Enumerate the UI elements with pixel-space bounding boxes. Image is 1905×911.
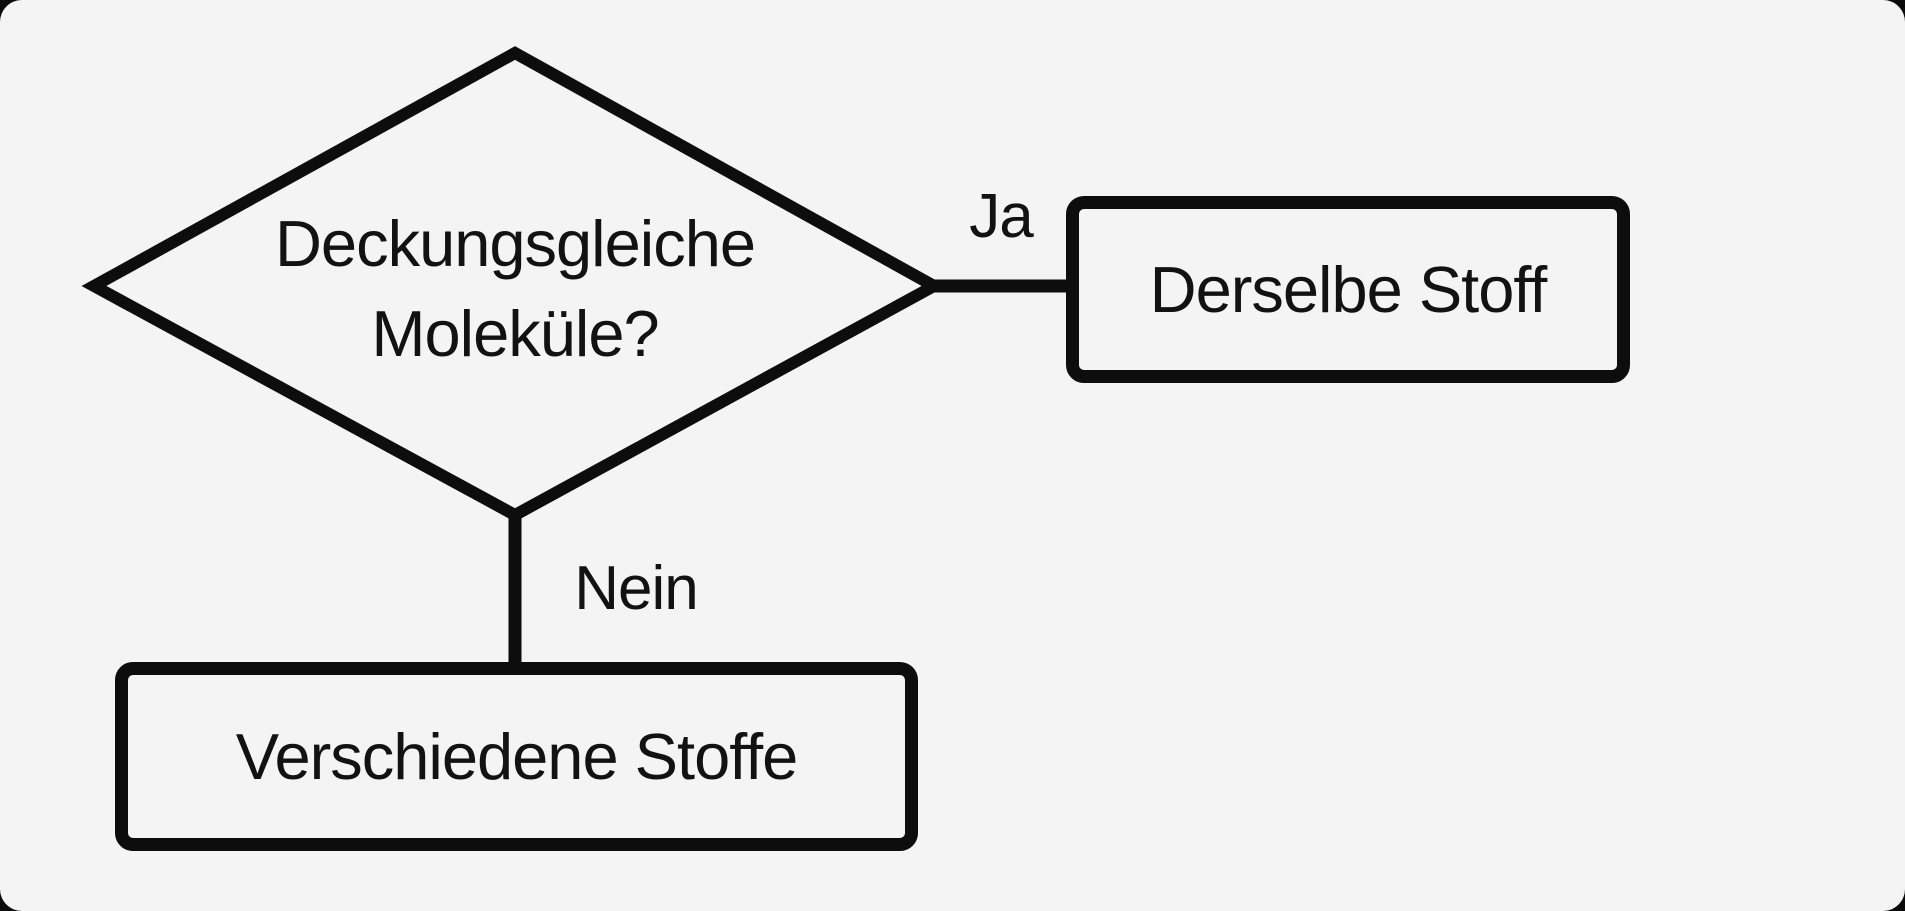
outcome-box-no-label: Verschiedene Stoffe bbox=[235, 720, 799, 793]
decision-label-line2: Moleküle? bbox=[371, 297, 659, 370]
no-edge-label: Nein bbox=[574, 554, 699, 623]
outcome-box-no: Verschiedene Stoffe bbox=[115, 662, 918, 851]
decision-label-line1: Deckungsgleiche bbox=[274, 207, 756, 280]
decision-node-label: Deckungsgleiche Moleküle? bbox=[93, 53, 937, 525]
outcome-box-yes-label: Derselbe Stoff bbox=[1149, 253, 1548, 326]
yes-edge-label: Ja bbox=[969, 182, 1033, 251]
outcome-box-yes: Derselbe Stoff bbox=[1066, 196, 1630, 383]
